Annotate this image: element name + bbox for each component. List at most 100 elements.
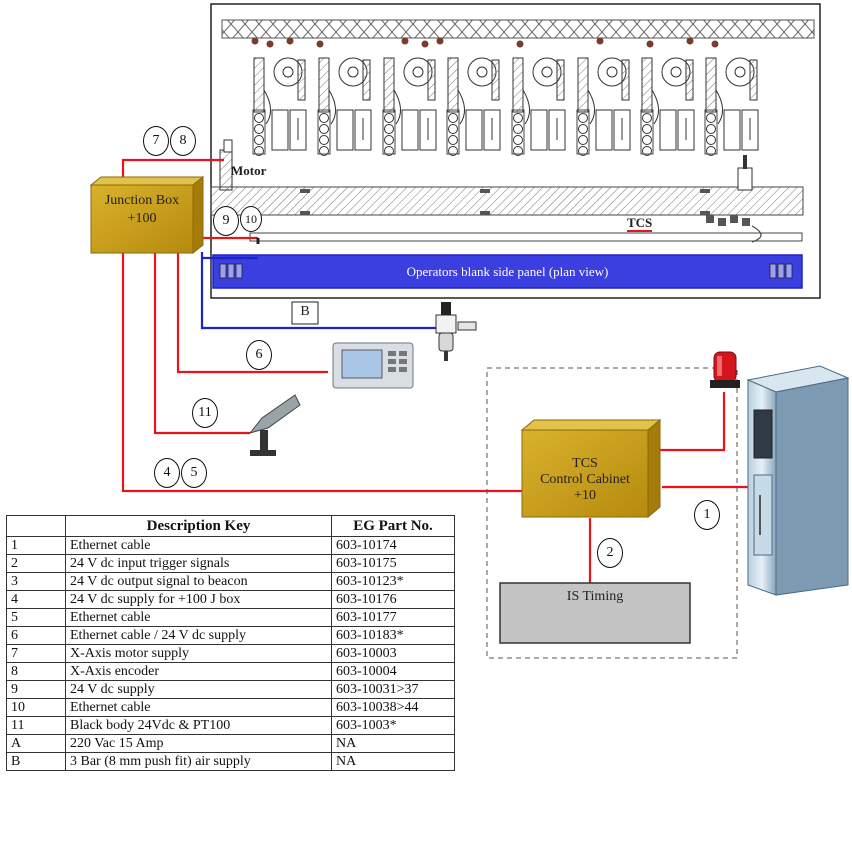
cabinet-title: TCS Control Cabinet +10 [522, 456, 648, 504]
mechanism-stations [252, 57, 759, 156]
cell-part: 603-10004 [331, 662, 455, 681]
beacon-icon [710, 351, 740, 388]
cell-description: Ethernet cable / 24 V dc supply [65, 626, 332, 645]
junction-box-line2: +100 [127, 211, 157, 226]
callout-4: 4 [154, 458, 180, 488]
mechanism-station [511, 57, 566, 156]
cell-description: 24 V dc supply for +100 J box [65, 590, 332, 609]
cell-id: 1 [6, 536, 66, 555]
cell-part: 603-10183* [331, 626, 455, 645]
cabinet-line3: +10 [574, 488, 596, 503]
cabinet-line1: TCS [572, 456, 598, 471]
cell-description: Black body 24Vdc & PT100 [65, 716, 332, 735]
tcs-sensor-group [706, 215, 750, 226]
cell-description: 24 V dc input trigger signals [65, 554, 332, 573]
b-marker [291, 301, 319, 325]
red-cables [121, 158, 748, 583]
cell-id: 7 [6, 644, 66, 663]
cell-description: Ethernet cable [65, 698, 332, 717]
tcs-label: TCS [627, 215, 653, 232]
mechanism-station [317, 57, 372, 156]
truss-beam [221, 19, 815, 39]
callout-11: 11 [192, 398, 218, 428]
cell-id: A [6, 734, 66, 753]
cell-part: 603-10175 [331, 554, 455, 573]
callout-2: 2 [597, 538, 623, 568]
cell-part: 603-10176 [331, 590, 455, 609]
rail-bolts [300, 189, 710, 215]
cell-description: 3 Bar (8 mm push fit) air supply [65, 752, 332, 771]
callout-9: 9 [213, 206, 239, 236]
cell-description: Ethernet cable [65, 608, 332, 627]
mechanism-station [704, 57, 759, 156]
operators-panel [212, 254, 803, 289]
mechanism-station [640, 57, 695, 156]
mechanism-station [446, 57, 501, 156]
cell-id: B [6, 752, 66, 771]
tcs-control-cabinet [520, 418, 662, 519]
cell-part: NA [331, 734, 455, 753]
cell-description: Ethernet cable [65, 536, 332, 555]
rail-guide [249, 232, 803, 242]
cabinet-line2: Control Cabinet [540, 472, 630, 487]
cell-part: NA [331, 752, 455, 771]
cell-description: 24 V dc supply [65, 680, 332, 699]
header-id [6, 515, 66, 537]
is-timing-label: IS Timing [566, 589, 624, 604]
panel-label: Operators blank side panel (plan view) [406, 264, 609, 279]
rail-hatched [210, 186, 804, 216]
junction-box-title: Junction Box +100 [91, 192, 193, 228]
cell-description: X-Axis encoder [65, 662, 332, 681]
truss-bolts [251, 37, 719, 48]
table-header-row: Description Key EG Part No. [6, 515, 455, 537]
air-regulator-icon [435, 302, 477, 361]
mechanism-station [382, 57, 437, 156]
cell-id: 9 [6, 680, 66, 699]
header-part: EG Part No. [331, 515, 455, 537]
callout-b: B [300, 304, 310, 319]
callout-8: 8 [170, 126, 196, 156]
cell-description: X-Axis motor supply [65, 644, 332, 663]
motor-label: Motor [231, 163, 267, 178]
cell-description: 220 Vac 15 Amp [65, 734, 332, 753]
junction-box [89, 175, 205, 255]
cell-id: 5 [6, 608, 66, 627]
header-description: Description Key [65, 515, 332, 537]
cell-part: 603-10123* [331, 572, 455, 591]
cell-id: 11 [6, 716, 66, 735]
callout-7: 7 [143, 126, 169, 156]
cell-part: 603-10174 [331, 536, 455, 555]
callout-10: 10 [240, 206, 262, 232]
cell-part: 603-10177 [331, 608, 455, 627]
callout-5: 5 [181, 458, 207, 488]
is-timing-box [499, 582, 691, 644]
cell-id: 6 [6, 626, 66, 645]
mechanism-station [576, 57, 631, 156]
cabinet-tower-icon [746, 365, 850, 596]
cell-id: 10 [6, 698, 66, 717]
callout-1: 1 [694, 500, 720, 530]
cell-part: 603-10038>44 [331, 698, 455, 717]
blue-cables [200, 252, 438, 330]
callout-6: 6 [246, 340, 272, 370]
cell-id: 4 [6, 590, 66, 609]
cell-part: 603-1003* [331, 716, 455, 735]
cell-id: 2 [6, 554, 66, 573]
hmi-panel-icon [332, 342, 414, 389]
cell-id: 8 [6, 662, 66, 681]
mechanism-station [252, 57, 307, 156]
pyrometer-icon [248, 394, 301, 456]
